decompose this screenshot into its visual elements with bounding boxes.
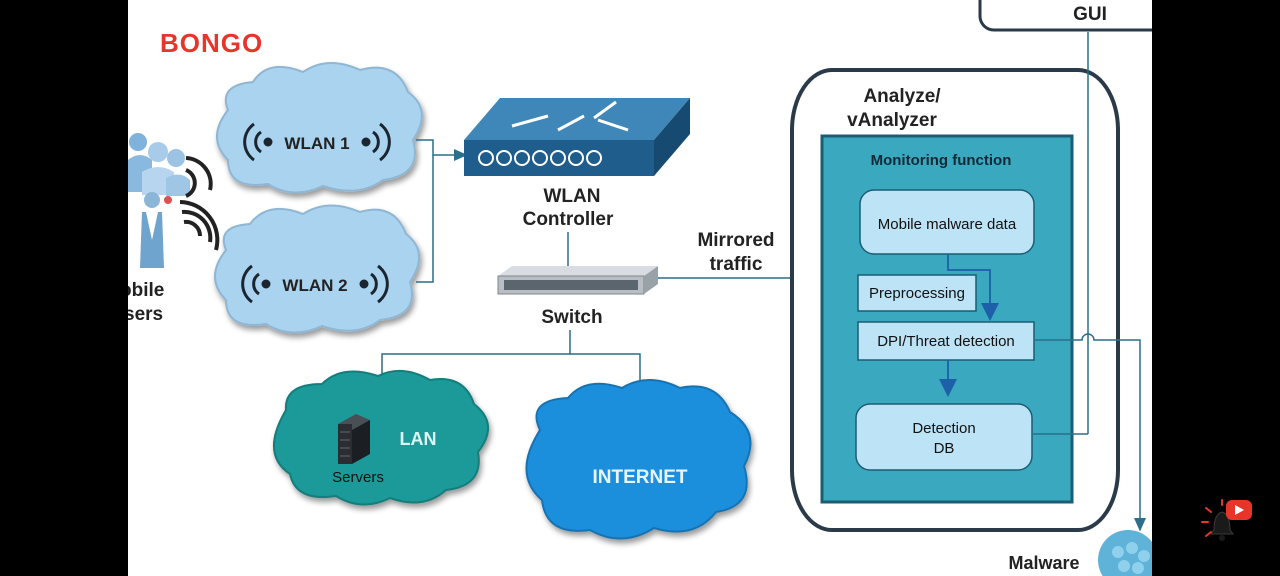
wlan-controller-label-2: Controller	[523, 209, 614, 230]
monitoring-function-title: Monitoring function	[871, 152, 1012, 169]
mobile-users-label-1: obile	[128, 280, 164, 301]
preprocessing-label: Preprocessing	[869, 285, 965, 302]
wlan2-signal-icon	[241, 264, 389, 304]
servers-label: Servers	[332, 469, 384, 486]
mirrored-traffic-label-1: Mirrored	[697, 230, 774, 251]
lan-label: LAN	[400, 429, 437, 449]
wlan-controller-device	[464, 98, 690, 176]
malware-label: Malware	[1008, 553, 1079, 573]
switch-label: Switch	[541, 307, 602, 328]
notification-bell-icon[interactable]	[1196, 496, 1260, 552]
analyzer-label-1: Analyze/	[863, 86, 941, 107]
mobile-users-label-2: sers	[128, 304, 163, 325]
diagram-stage: BONGO obile sers WLAN 1	[128, 0, 1152, 576]
internet-cloud	[525, 379, 752, 540]
wlan2-label: WLAN 2	[282, 276, 347, 295]
wireless-signal-icon	[179, 156, 220, 251]
mobile-malware-data-box	[859, 189, 1035, 255]
switch-device	[497, 266, 658, 295]
dpi-malware-link	[1034, 333, 1146, 532]
analyzer-label-2: vAnalyzer	[847, 110, 937, 131]
wlan-connectors	[416, 139, 468, 283]
gui-box	[978, 0, 1152, 32]
lan-cloud	[272, 369, 489, 506]
detection-db-box	[855, 403, 1033, 471]
detection-db-label-2: DB	[934, 440, 955, 457]
network-diagram: BONGO obile sers WLAN 1	[128, 0, 1152, 576]
monitoring-flow-arrows	[939, 254, 999, 397]
malware-icon	[1098, 530, 1152, 576]
wlan-controller-label-1: WLAN	[544, 186, 601, 207]
wlan1-signal-icon	[243, 122, 391, 162]
detection-db-label-1: Detection	[912, 420, 975, 437]
server-icon	[338, 414, 370, 464]
wlan1-label: WLAN 1	[284, 134, 349, 153]
internet-label: INTERNET	[593, 467, 688, 488]
dpi-threat-detection-box	[857, 321, 1035, 361]
wlan2-cloud	[214, 204, 420, 334]
dpi-threat-detection-label: DPI/Threat detection	[877, 333, 1015, 350]
mobile-malware-data-label: Mobile malware data	[878, 216, 1017, 233]
mirrored-traffic-label-2: traffic	[710, 254, 763, 275]
wlan1-cloud	[216, 62, 423, 194]
brand-logo: BONGO	[160, 28, 263, 58]
gui-label: GUI	[1073, 4, 1107, 25]
preprocessing-box	[857, 274, 977, 312]
mobile-users-icon	[128, 133, 190, 268]
